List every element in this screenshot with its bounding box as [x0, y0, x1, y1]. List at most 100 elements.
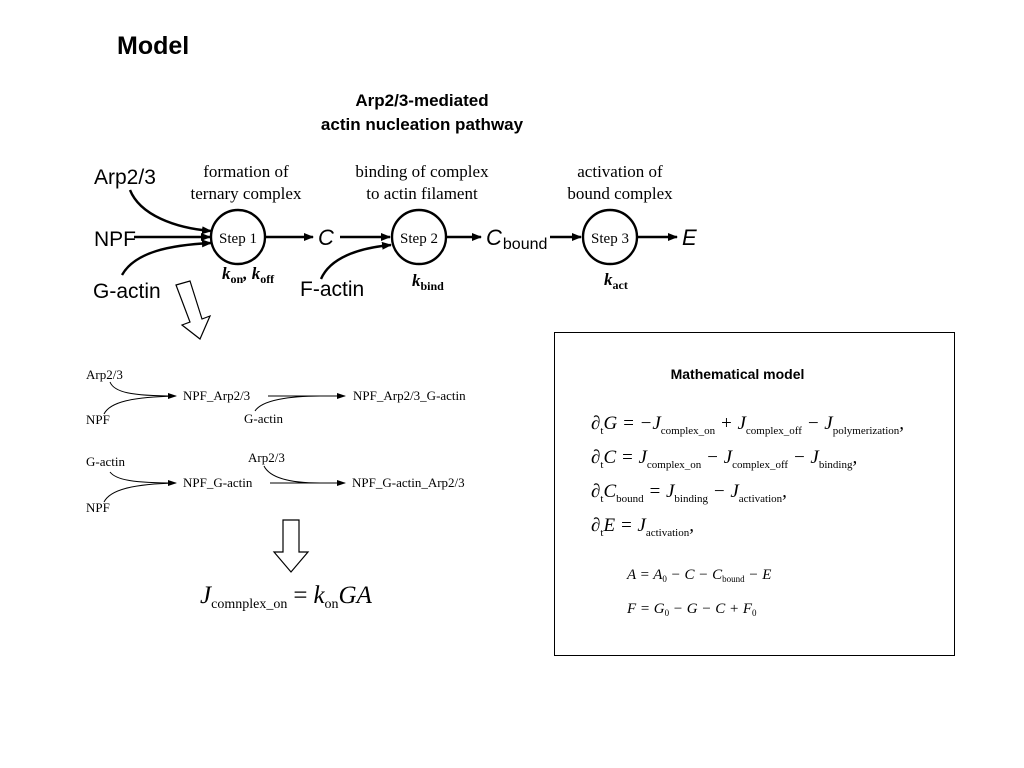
rate-kbind-k: k: [412, 271, 421, 290]
eq6-s1: 0: [752, 608, 757, 618]
eq1-rest2: + J: [719, 413, 746, 434]
species-cbound: Cbound: [486, 225, 547, 253]
eq2-partial: ∂: [591, 447, 601, 468]
eq4-s1: activation: [645, 527, 690, 539]
input-gactin: G-actin: [93, 280, 161, 303]
r1-intermediate: NPF_Arp2/3: [183, 388, 250, 403]
equation-a: A = A0 − C − Cbound − E: [627, 567, 771, 584]
eq5-rest: − C − C: [670, 567, 723, 583]
slide-title: Model: [117, 32, 190, 60]
eq4-t: t: [600, 527, 604, 539]
rate-step2: kbind: [412, 271, 444, 294]
arrow-factin-to-step2: [319, 241, 392, 280]
hollow-arrow-2: [272, 519, 310, 573]
eq1-var: G: [603, 413, 618, 434]
eq6-lhs: F = G: [627, 601, 665, 617]
flux-rhs: GA: [338, 582, 372, 609]
flux-equation: Jcomnplex_on=konGA: [200, 582, 372, 613]
r1-in-top: Arp2/3: [86, 367, 123, 382]
pathway-heading: Arp2/3-mediated actin nucleation pathway: [222, 89, 622, 137]
equation-g: ∂tG = −Jcomplex_on + Jcomplex_off − Jpol…: [591, 413, 904, 437]
input-factin: F-actin: [300, 278, 364, 301]
equation-c: ∂tC = Jcomplex_on − Jcomplex_off − Jbind…: [591, 447, 857, 471]
r1-product: NPF_Arp2/3_G-actin: [353, 388, 466, 403]
eq1-s2: complex_off: [745, 425, 802, 437]
eq3-rest1: = J: [648, 481, 675, 502]
equation-f: F = G0 − G − C + F0: [627, 601, 757, 618]
step2-label: Step 2: [400, 231, 438, 247]
rate-kon-sub: on: [230, 272, 244, 286]
eq1-rest1: = −J: [621, 413, 661, 434]
stage1-label-line2: ternary complex: [191, 184, 302, 203]
r2-intermediate: NPF_G-actin: [183, 475, 253, 490]
r1-arrow-bottom: [103, 395, 177, 415]
eq1-end: ,: [899, 413, 905, 434]
stage2-label-line1: binding of complex: [355, 162, 489, 181]
r1-arrow-top: [109, 381, 177, 399]
eq2-t: t: [600, 459, 604, 471]
eq3-rest2: − J: [712, 481, 739, 502]
species-cbound-base: C: [486, 225, 502, 250]
r2-product: NPF_G-actin_Arp2/3: [352, 475, 465, 490]
eq1-partial: ∂: [591, 413, 601, 434]
rate-sep: ,: [243, 264, 252, 283]
arrow-gactin-to-step1: [120, 239, 212, 276]
input-arp23: Arp2/3: [94, 166, 156, 189]
r2-in-bottom: NPF: [86, 500, 110, 515]
eq6-rest: − G − C + F: [672, 601, 752, 617]
species-cbound-sub: bound: [503, 236, 548, 253]
math-model-title: Mathematical model: [670, 366, 805, 382]
eq2-rest2: − J: [706, 447, 733, 468]
math-model-box: Mathematical model ∂tG = −Jcomplex_on + …: [554, 332, 955, 656]
r2-added: Arp2/3: [248, 450, 285, 465]
r2-arrow-bottom: [103, 482, 177, 503]
eq3-var-sub: bound: [616, 493, 644, 505]
stage3-label-line1: activation of: [577, 162, 663, 181]
eq6-s0: 0: [664, 608, 670, 618]
r2-arrow-top: [109, 471, 177, 486]
eq4-partial: ∂: [591, 515, 601, 536]
eq5-tail: − E: [748, 567, 772, 583]
eq1-t: t: [600, 425, 604, 437]
rate-kact-k: k: [604, 270, 613, 289]
r1-in-bottom: NPF: [86, 412, 110, 427]
eq2-end: ,: [852, 447, 858, 468]
r2-in-top: G-actin: [86, 454, 125, 469]
eq2-rest1: = J: [620, 447, 647, 468]
flux-eq: =: [293, 582, 308, 609]
eq3-s2: activation: [738, 493, 783, 505]
species-e: E: [682, 225, 697, 250]
flux-k: k: [313, 582, 325, 609]
rate-kon-k: k: [222, 264, 231, 283]
eq3-s1: binding: [674, 493, 709, 505]
r1-added: G-actin: [244, 411, 283, 426]
flux-lhs-sub: comnplex_on: [211, 597, 288, 612]
equation-cbound: ∂tCbound = Jbinding − Jactivation,: [591, 481, 787, 505]
input-npf: NPF: [94, 228, 136, 251]
pathway-heading-line2: actin nucleation pathway: [320, 115, 524, 134]
eq4-end: ,: [689, 515, 694, 536]
hollow-arrow-1: [175, 280, 212, 340]
eq4-rest1: = J: [619, 515, 646, 536]
eq1-s3: polymerization: [832, 425, 900, 437]
rate-kact-sub: act: [612, 278, 628, 292]
eq2-s1: complex_on: [646, 459, 702, 471]
eq2-rest3: − J: [792, 447, 819, 468]
stage2-label-line2: to actin filament: [366, 184, 478, 203]
rate-koff-sub: off: [260, 272, 275, 286]
stage3-label-line2: bound complex: [567, 184, 673, 203]
r2-arrow-added: [263, 465, 321, 484]
flux-lhs: J: [200, 582, 212, 609]
eq1-rest3: − J: [806, 413, 833, 434]
eq3-end: ,: [782, 481, 787, 502]
eq2-var: C: [603, 447, 617, 468]
stage1-label-line1: formation of: [203, 162, 289, 181]
eq5-lhs: A = A: [627, 567, 663, 583]
eq1-s1: complex_on: [660, 425, 716, 437]
species-c: C: [318, 225, 334, 250]
arrow-arp23-to-step1: [128, 189, 212, 235]
r1-arrow-added: [254, 395, 321, 412]
eq2-s2: complex_off: [732, 459, 789, 471]
rate-koff-k: k: [251, 264, 261, 283]
